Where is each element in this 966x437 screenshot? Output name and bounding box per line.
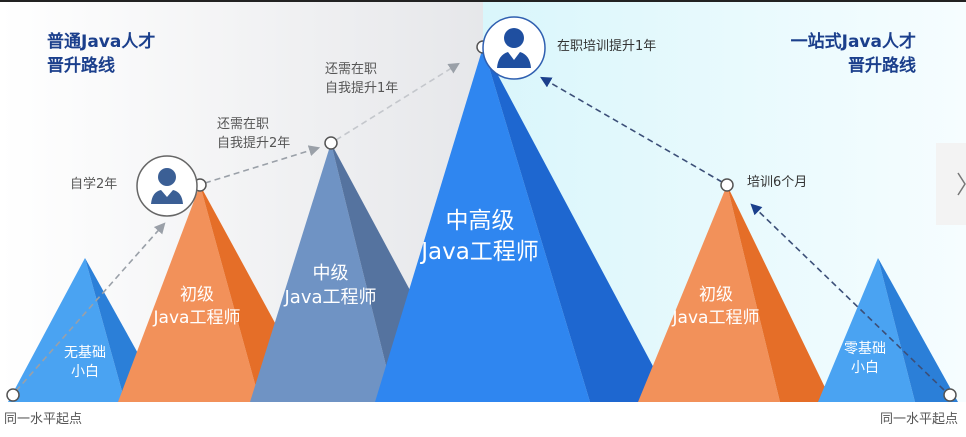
left-title-line1: 普通Java人才 <box>47 32 156 52</box>
label-line: 无基础 <box>64 345 106 361</box>
step-line: 自我提升1年 <box>325 81 399 96</box>
step-line: 还需在职 <box>217 117 270 132</box>
chevron-right-icon <box>957 172 966 196</box>
label-line: 小白 <box>851 359 879 376</box>
label-line: 小白 <box>71 363 99 380</box>
mountain-label-beginner-left: 无基础 小白 <box>50 344 120 382</box>
mountain-junior-right <box>638 185 832 402</box>
label-line: 中高级 <box>445 208 515 234</box>
person-icon <box>482 16 546 80</box>
right-title-line2: 晋升路线 <box>848 56 916 76</box>
carousel-next-button[interactable] <box>936 143 966 225</box>
step-label-training-6m: 培训6个月 <box>747 175 808 190</box>
left-path-title: 普通Java人才 晋升路线 <box>47 30 155 78</box>
step-line: 还需在职 <box>325 62 378 77</box>
ground <box>0 402 966 437</box>
label-line: 中级 <box>312 263 349 284</box>
right-title-line1: 一站式Java人才 <box>790 32 916 52</box>
mountain-label-beginner-right: 零基础 小白 <box>830 340 900 378</box>
label-line: 初级 <box>699 285 733 305</box>
step-label-self-study: 自学2年 <box>70 177 118 192</box>
mountain-beginner-right <box>818 258 958 402</box>
step-label-improve-2y: 还需在职 自我提升2年 <box>217 115 290 153</box>
label-line: 初级 <box>180 285 214 305</box>
label-line: Java工程师 <box>421 239 539 266</box>
path-arrow-right-2 <box>540 76 723 183</box>
step-label-improve-1y: 还需在职 自我提升1年 <box>325 60 398 98</box>
label-line: Java工程师 <box>284 287 377 309</box>
left-title-line2: 晋升路线 <box>47 56 115 76</box>
start-label-left: 同一水平起点 <box>4 412 83 427</box>
label-line: Java工程师 <box>672 307 760 328</box>
step-label-onjob-1y: 在职培训提升1年 <box>557 39 657 54</box>
mountain-label-middle: 中级 Java工程师 <box>268 262 393 311</box>
mountain-senior <box>375 47 672 402</box>
start-label-right: 同一水平起点 <box>879 412 958 427</box>
path-arrow-left-1 <box>15 222 166 392</box>
label-line: Java工程师 <box>153 307 241 328</box>
right-path-title: 一站式Java人才 晋升路线 <box>791 30 916 78</box>
mountain-label-junior-right: 初级 Java工程师 <box>656 284 776 330</box>
path-arrow-left-3 <box>335 62 460 141</box>
person-icon <box>136 155 198 217</box>
step-line: 自我提升2年 <box>217 136 291 151</box>
path-arrow-right-1 <box>750 203 945 391</box>
label-line: 零基础 <box>844 341 886 357</box>
mountain-label-senior: 中高级 Java工程师 <box>405 206 555 268</box>
mountain-label-junior-left: 初级 Java工程师 <box>137 284 257 330</box>
